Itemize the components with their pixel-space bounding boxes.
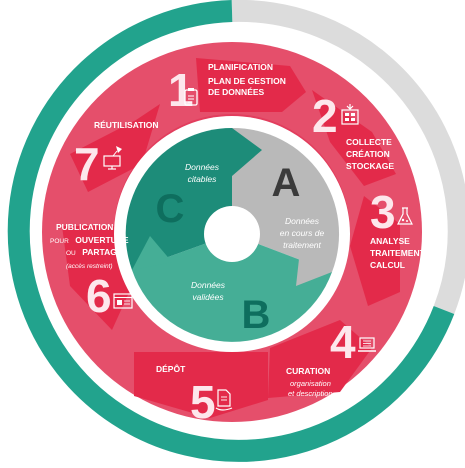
arrow-segment-1	[196, 58, 306, 112]
step-2-title-3: STOCKAGE	[346, 161, 394, 171]
core-wheel	[125, 127, 340, 342]
step-2-title-2: CRÉATION	[346, 149, 390, 159]
core-letter-b: B	[242, 293, 271, 337]
step-6-ou: OU	[66, 250, 76, 257]
laptop-icon	[358, 337, 376, 352]
step-arrows	[62, 58, 400, 418]
step-6-pour: POUR	[50, 238, 69, 245]
step-4-number: 4	[330, 316, 356, 368]
step-6-note: (accès restreint)	[66, 263, 113, 270]
step-2-number: 2	[312, 90, 338, 142]
arrow-segment-3	[350, 196, 400, 306]
core-segment-b	[132, 234, 332, 342]
core-arrow-c-to-a	[232, 128, 262, 176]
core-label-b-2: validées	[192, 292, 224, 302]
outer-teal-arc	[7, 0, 455, 462]
step-7-number: 7	[74, 138, 100, 190]
outer-gray-arc	[231, 0, 465, 314]
step-6-ouverture: OUVERTURE	[75, 235, 129, 245]
step-3-title-1: ANALYSE	[370, 236, 410, 246]
core-label-a-3: traitement	[283, 240, 321, 250]
step-5-number: 5	[190, 376, 216, 428]
step-6-title-1: PUBLICATION	[56, 222, 113, 232]
core-label-c-1: Données	[185, 162, 220, 172]
core-letter-c: C	[156, 187, 185, 231]
step-3-number: 3	[370, 186, 396, 238]
step-6-line-2: POUR OUVERTURE	[50, 230, 129, 247]
step-6-partage: PARTAGE	[82, 247, 123, 257]
arrow-segment-4	[268, 320, 372, 398]
step-2-title-1: COLLECTE	[346, 137, 392, 147]
lamp-computer-icon	[103, 146, 122, 170]
step-3: 3 ANALYSE TRAITEMENT CALCUL	[370, 186, 426, 270]
arrow-segment-2	[312, 90, 396, 186]
core-label-b-1: Données	[191, 280, 226, 290]
step-1-title-3: DE DONNÉES	[208, 87, 265, 97]
step-4-sub-2: et description	[288, 389, 333, 398]
step-6-number: 6	[86, 270, 112, 322]
clipboard-icon	[184, 88, 198, 106]
core-arrow-b-to-c	[132, 236, 172, 270]
arrow-segment-5	[134, 352, 268, 418]
step-3-title-3: CALCUL	[370, 260, 405, 270]
step-2: 2 COLLECTE CRÉATION STOCKAGE	[312, 90, 394, 171]
step-6: 6 PUBLICATION POUR OUVERTURE OU PARTAGE …	[50, 222, 133, 322]
arrow-segment-7	[70, 104, 160, 192]
step-1: 1 PLANIFICATION PLAN DE GESTION DE DONNÉ…	[168, 62, 286, 116]
step-6-line-3: OU PARTAGE	[66, 242, 123, 259]
core-label-a-2: en cours de	[280, 228, 325, 238]
step-1-title-1: PLANIFICATION	[208, 62, 273, 72]
document-hand-icon	[215, 389, 233, 411]
core-label-a-1: Données	[285, 216, 320, 226]
core-label-c-2: citables	[188, 174, 218, 184]
step-4-sub-1: organisation	[290, 379, 331, 388]
storage-grid-icon	[341, 104, 359, 125]
core-hub	[204, 206, 260, 262]
step-1-title-2: PLAN DE GESTION	[208, 76, 286, 86]
flask-icon	[397, 207, 413, 225]
step-4-title-1: CURATION	[286, 366, 330, 376]
core-letter-a: A	[272, 161, 301, 205]
core-arrow-a-to-b	[296, 250, 332, 286]
browser-window-icon	[113, 293, 133, 309]
step-4: 4 CURATION organisation et description	[286, 316, 376, 398]
step-3-title-2: TRAITEMENT	[370, 248, 426, 258]
step-7: 7 RÉUTILISATION	[74, 120, 159, 190]
step-5-title-1: DÉPÔT	[156, 363, 186, 374]
step-5: 5 DÉPÔT	[156, 363, 233, 428]
step-7-title-1: RÉUTILISATION	[94, 120, 159, 130]
